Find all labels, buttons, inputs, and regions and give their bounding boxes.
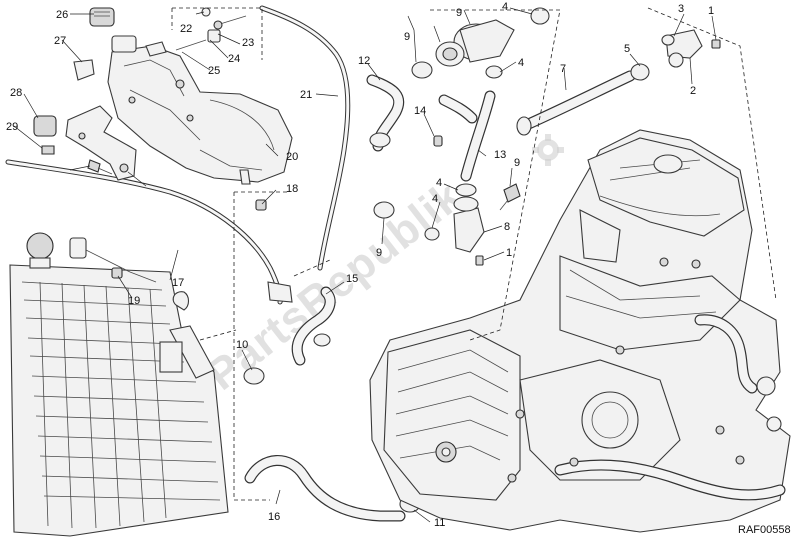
screw-1-top [711,39,721,49]
clamp-9-top [411,61,433,79]
temp-sensor [499,183,521,211]
clamp-4-lower [455,183,477,197]
fitting-2 [665,29,703,68]
callout-10: 12 [358,55,370,67]
clamp-9-mid [373,201,395,219]
wiring-clip [69,237,157,283]
hose-5 [516,70,636,136]
callout-9-left: 10 [236,339,248,351]
callout-20: 23 [242,37,254,49]
hose-15 [5,159,293,305]
callout-3-lower: 4 [432,193,438,205]
callout-16-lower: 19 [128,295,140,307]
callout-22: 25 [208,65,220,77]
tank-bracket [65,105,137,181]
callout-4-lower: 4 [436,177,442,189]
tank-cap [89,7,115,27]
callout-5: 7 [560,63,566,75]
callout-21: 24 [228,53,240,65]
clip-24 [73,59,95,81]
watermark-gear-icon [532,134,564,166]
clamp-4-mid [485,65,503,79]
washer-19 [201,7,211,17]
callout-18: 21 [300,89,312,101]
callout-1-top: 1 [708,5,714,17]
engine [369,129,791,533]
clamp-9-left [243,367,265,385]
gasket-3-lower [424,227,440,241]
callout-9-lower: 11 [434,517,445,529]
callout-26: 29 [6,121,18,133]
rubber-25 [33,115,57,137]
callout-14: 15 [346,273,358,285]
callout-6: 8 [504,221,510,233]
expansion-tank [107,35,293,185]
thermostat-housing [435,19,515,67]
callout-4-right: 5 [624,43,630,55]
callout-16-upper: 18 [286,183,298,195]
callout-11: 13 [494,149,506,161]
callout-15: 17 [172,277,184,289]
callout-4-top: 4 [502,1,508,13]
callout-9-top: 9 [404,31,410,43]
callout-23: 26 [56,9,68,21]
callout-13: 16 [268,511,280,523]
callout-4-mid: 4 [518,57,524,69]
radiator [9,232,229,537]
callout-labels: 26 27 28 29 22 23 24 25 21 20 18 17 19 1… [6,1,714,529]
screw-1-lower [475,255,484,266]
fitting-6 [453,196,485,253]
hose-11 [438,90,496,182]
callout-12: 14 [414,105,426,117]
spacer-21 [207,29,221,43]
leader-lines [13,7,717,523]
callout-1-lower: 1 [506,247,512,259]
screw-20 [213,15,247,30]
callout-17: 20 [286,151,298,163]
drawing-reference: RAF00558 [738,524,791,536]
clip-16-lower [111,267,123,279]
clamp-4-right [630,63,650,81]
callout-9-mid: 9 [376,247,382,259]
callout-24: 27 [54,35,66,47]
gasket-3-top [661,34,675,46]
callout-3-top: 3 [678,3,684,15]
screw-28 [87,159,113,175]
hose-13 [244,455,406,522]
dashed-guides [171,7,777,501]
callout-7: 9 [514,157,520,169]
callout-19: 22 [180,23,192,35]
hose-18 [259,5,351,271]
stud-22 [175,39,207,51]
callout-8: 9 [456,7,462,19]
callout-25: 28 [10,87,22,99]
callout-2: 2 [690,85,696,97]
pipe-14 [291,286,336,366]
clamp-4-top [530,7,550,25]
hose-10 [366,74,405,152]
plug-12 [433,135,443,147]
screw-26 [41,145,55,155]
